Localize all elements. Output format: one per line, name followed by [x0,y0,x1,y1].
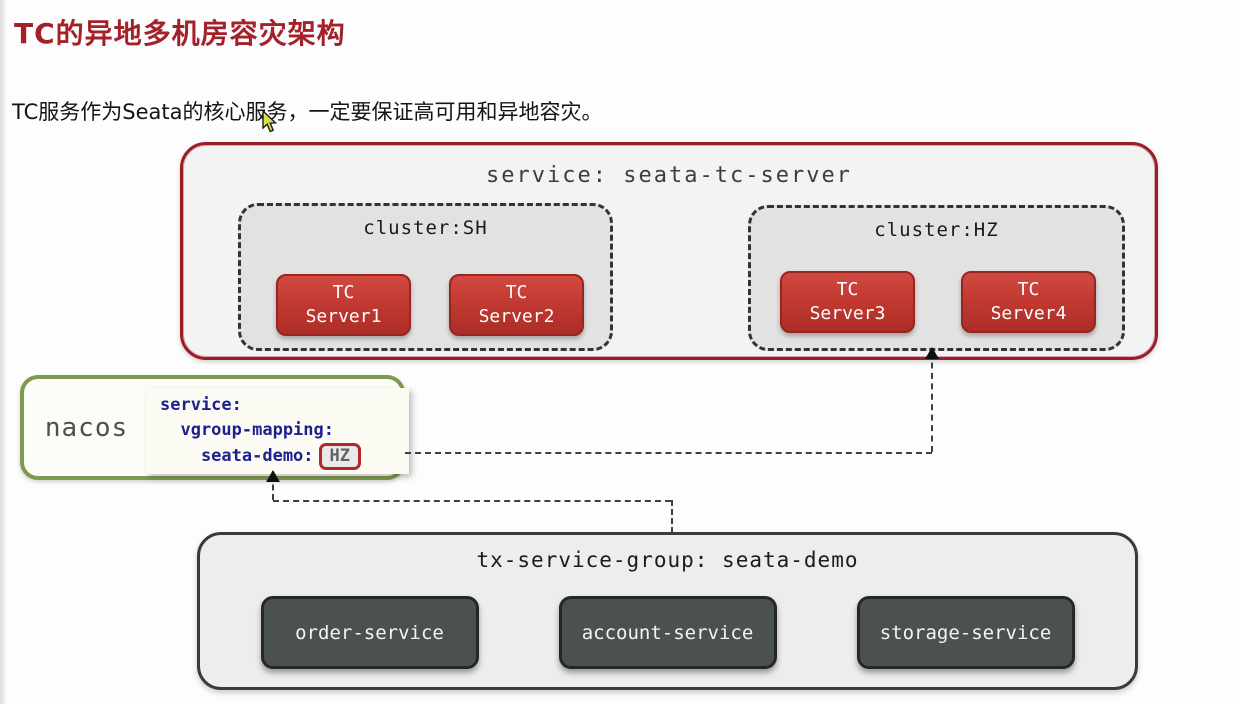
tc-server3-box: TC Server3 [780,271,915,333]
cluster-sh-label: cluster:SH [363,217,488,239]
code-line-service: service: [160,395,242,415]
cluster-sh-box: cluster:SH TC Server1 TC Server2 [238,203,613,351]
services-row: order-service account-service storage-se… [200,596,1135,669]
page-title: TC的异地多机房容灾架构 [14,17,346,50]
page-subtitle: TC服务作为Seata的核心服务，一定要保证高可用和异地容灾。 [12,100,603,124]
nacos-config-code-block: service: vgroup-mapping: seata-demo: HZ [146,388,409,474]
connector-txgroup-to-nacos-vertical-right [671,500,673,533]
connector-txgroup-to-nacos-vertical-left [272,475,274,500]
tx-service-group-label: tx-service-group: seata-demo [476,548,859,572]
code-seata-demo-key: seata-demo: [160,446,314,466]
tc-server2-box: TC Server2 [449,274,584,336]
storage-service-box: storage-service [856,596,1075,669]
mapped-cluster-badge: HZ [318,443,362,470]
arrowhead-to-nacos-icon [266,470,280,482]
connector-txgroup-to-nacos-horizontal [273,500,671,502]
connector-hz-badge-to-cluster-hz-horizontal [405,452,932,454]
tx-service-group-box: tx-service-group: seata-demo order-servi… [197,532,1138,690]
code-line-seata-demo: seata-demo: HZ [160,443,409,470]
cluster-hz-box: cluster:HZ TC Server3 TC Server4 [748,205,1125,351]
nacos-label: nacos [44,412,129,443]
cluster-hz-label: cluster:HZ [874,219,999,241]
account-service-box: account-service [558,596,777,669]
arrowhead-to-cluster-hz-icon [925,347,939,359]
connector-hz-badge-to-cluster-hz-vertical [931,352,933,452]
order-service-box: order-service [260,596,479,669]
tc-server1-box: TC Server1 [276,274,411,336]
mouse-cursor-icon [261,109,278,138]
seata-tc-server-box: service: seata-tc-server cluster:SH TC S… [180,142,1158,360]
nacos-box: nacos service: vgroup-mapping: seata-dem… [20,375,409,480]
seata-tc-server-label: service: seata-tc-server [486,163,852,188]
tc-server4-box: TC Server4 [961,271,1096,333]
screen-edge-shading [0,0,7,704]
code-line-vgroup-mapping: vgroup-mapping: [160,420,334,440]
